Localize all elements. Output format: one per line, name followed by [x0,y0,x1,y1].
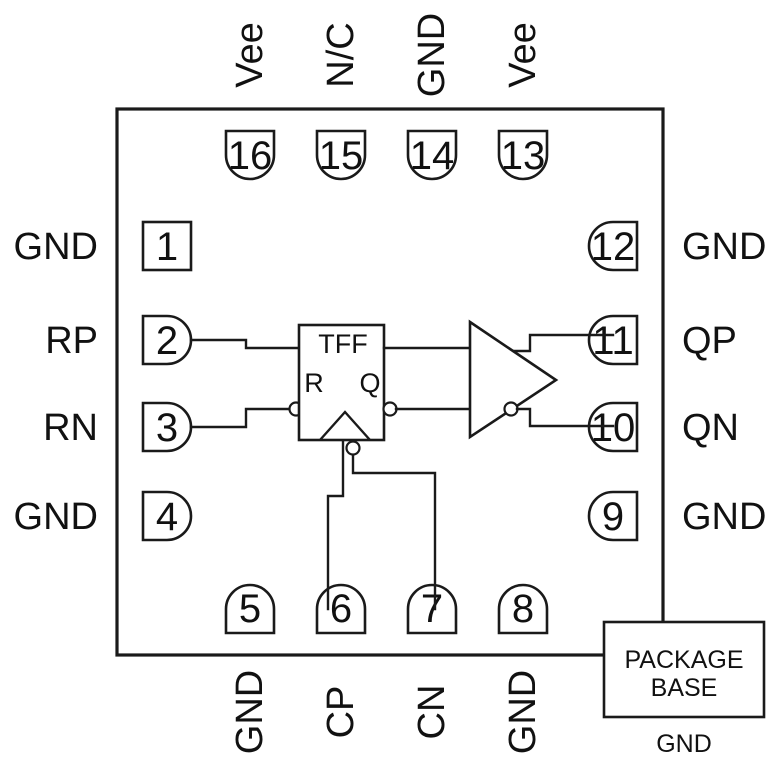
pin-10-number: 10 [591,406,636,450]
pin-13-shape [497,129,549,181]
pin-3-number: 3 [156,406,178,450]
pin-1-signal: GND [14,226,98,268]
pin-14-number: 14 [410,134,455,178]
pin-2-signal: RP [45,320,98,362]
wire-buffer-to-qn [515,407,615,428]
pin-15-number: 15 [319,134,364,178]
pin-13-number: 13 [501,134,546,178]
pin-8[interactable]: 8 GND [497,583,549,754]
pin-10-signal: QN [682,407,739,449]
pin-6-number: 6 [330,587,352,631]
wire-rp-to-tff [189,338,301,350]
chip-body-outline [115,107,665,657]
package-base-line1: PACKAGE [624,646,743,674]
package-base-line2: BASE [651,674,718,702]
pin-12-signal: GND [682,226,766,268]
pin-12[interactable]: 12 GND [587,220,766,272]
pin-5-signal: GND [229,670,271,754]
pin-15-signal: N/C [320,22,362,87]
pin-2-shape [141,314,193,366]
pin-2-number: 2 [156,319,178,363]
wire-rn-to-tff [189,407,293,429]
pin-14-shape [406,129,458,181]
pin-6[interactable]: 6 CP [315,583,367,739]
pin-14[interactable]: 14 GND [406,13,458,181]
tff-title-label: TFF [318,329,367,359]
pin-11[interactable]: 11 QP [587,314,737,366]
pin-1[interactable]: 1 GND [14,220,193,272]
pin-11-signal: QP [682,320,737,362]
pin-9[interactable]: 9 GND [587,490,766,542]
pin-4-shape [141,490,193,542]
pin-1-number: 1 [156,225,178,269]
pin-3[interactable]: 3 RN [43,401,193,453]
pin-2[interactable]: 2 RP [45,314,193,366]
pin-6-signal: CP [320,686,362,739]
pin-7[interactable]: 7 CN [406,583,458,740]
pin-16-number: 16 [228,134,273,178]
tff-block [297,323,386,442]
pin-4[interactable]: 4 GND [14,490,193,542]
pin-16-signal: Vee [229,22,271,88]
pin-3-signal: RN [43,407,98,449]
pin-4-signal: GND [14,496,98,538]
pin-11-number: 11 [592,319,634,363]
pin-12-shape [587,220,639,272]
pin-12-number: 12 [591,225,636,269]
pin-8-signal: GND [502,670,544,754]
tff-reset-label: R [304,368,324,398]
package-base-box [602,620,766,719]
pin-5-number: 5 [239,587,261,631]
tff-output-label: Q [359,368,380,398]
pin-7-number: 7 [421,587,443,631]
pin-4-number: 4 [156,495,178,539]
wire-buffer-to-qp [512,333,615,353]
pin-11-shape [587,314,639,366]
pin-8-shape [497,583,549,635]
buffer-qn-inversion-bubble [503,401,519,417]
tff-clock-triangle [319,410,371,441]
pin-5[interactable]: 5 GND [224,583,276,754]
pin-5-shape [224,583,276,635]
pin-15[interactable]: 15 N/C [315,22,367,181]
pin-13[interactable]: 13 Vee [497,22,549,181]
pin-9-signal: GND [682,496,766,538]
pin-16[interactable]: 16 Vee [224,22,276,181]
pin-9-shape [587,490,639,542]
pin-15-shape [315,129,367,181]
pin-14-signal: GND [411,13,453,97]
pin-13-signal: Vee [502,22,544,88]
tff-clock-inversion-bubble [345,440,361,456]
pin-7-signal: CN [411,685,453,740]
pin-9-number: 9 [602,495,624,539]
tff-qn-inversion-bubble [382,401,398,417]
pin-8-number: 8 [512,587,534,631]
package-base-gnd-label: GND [656,730,712,758]
wire-cn-to-tff-clock [351,453,437,611]
output-buffer-triangle [468,319,559,440]
wire-cp-to-tff-clock [326,439,345,611]
pin-3-shape [141,401,193,453]
pin-1-shape [141,220,193,272]
pin-16-shape [224,129,276,181]
